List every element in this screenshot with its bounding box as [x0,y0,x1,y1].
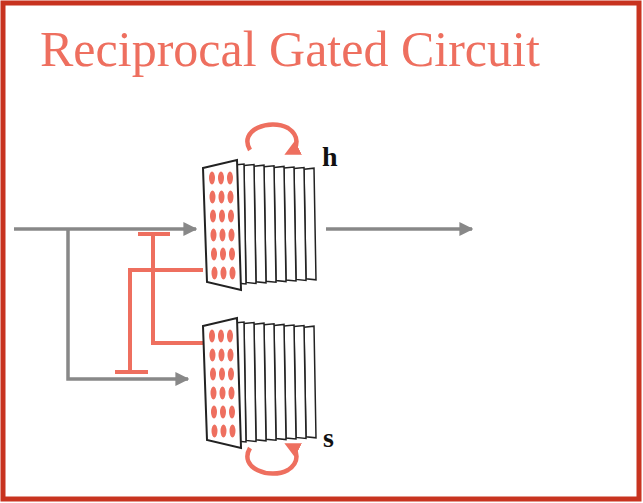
unit-dot [220,387,226,400]
unit-dot [230,267,236,280]
inhibition-bar [138,232,170,236]
unit-dot [210,349,216,362]
unit-dot [210,210,216,223]
diagram-title: Reciprocal Gated Circuit [40,24,540,74]
front-sheet [203,160,241,290]
unit-dot [220,406,226,419]
layer-stack [203,160,316,290]
inhibition-links [115,234,203,372]
unit-dot [211,229,217,242]
unit-dot [229,406,235,419]
unit-dot [228,368,234,381]
unit-dot [209,330,215,343]
unit-dot [229,387,235,400]
unit-dot [210,191,216,204]
unit-dot [220,229,226,242]
layer-label: s [323,424,334,452]
unit-dot [212,425,218,438]
output-arrow [326,227,472,231]
unit-dot [221,425,227,438]
unit-dot [219,368,225,381]
inhibition-bar [115,370,148,374]
front-sheet [203,318,241,448]
unit-dot [228,191,234,204]
layer-label: h [322,143,338,171]
unit-dot [221,267,227,280]
input-arrow [14,227,196,231]
unit-dot [229,229,235,242]
unit-dot [227,172,233,185]
unit-dot [230,425,236,438]
unit-dot [212,267,218,280]
unit-dot [218,330,224,343]
unit-dot [220,248,226,261]
unit-dot [227,330,233,343]
inhibition-line [130,270,203,372]
unit-dot [211,387,217,400]
unit-dot [218,172,224,185]
unit-dot [211,248,217,261]
layer-stack [203,318,316,448]
recurrent-loop [247,124,296,152]
unit-dot [228,210,234,223]
unit-dot [210,368,216,381]
unit-dot [211,406,217,419]
unit-dot [209,172,215,185]
unit-dot [219,210,225,223]
unit-dot [219,349,225,362]
inhibition-line [153,234,203,343]
recurrent-loop [247,446,296,474]
frame-border [3,3,639,499]
unit-dot [228,349,234,362]
unit-dot [219,191,225,204]
recurrent-loops [247,124,296,473]
unit-dot [229,248,235,261]
